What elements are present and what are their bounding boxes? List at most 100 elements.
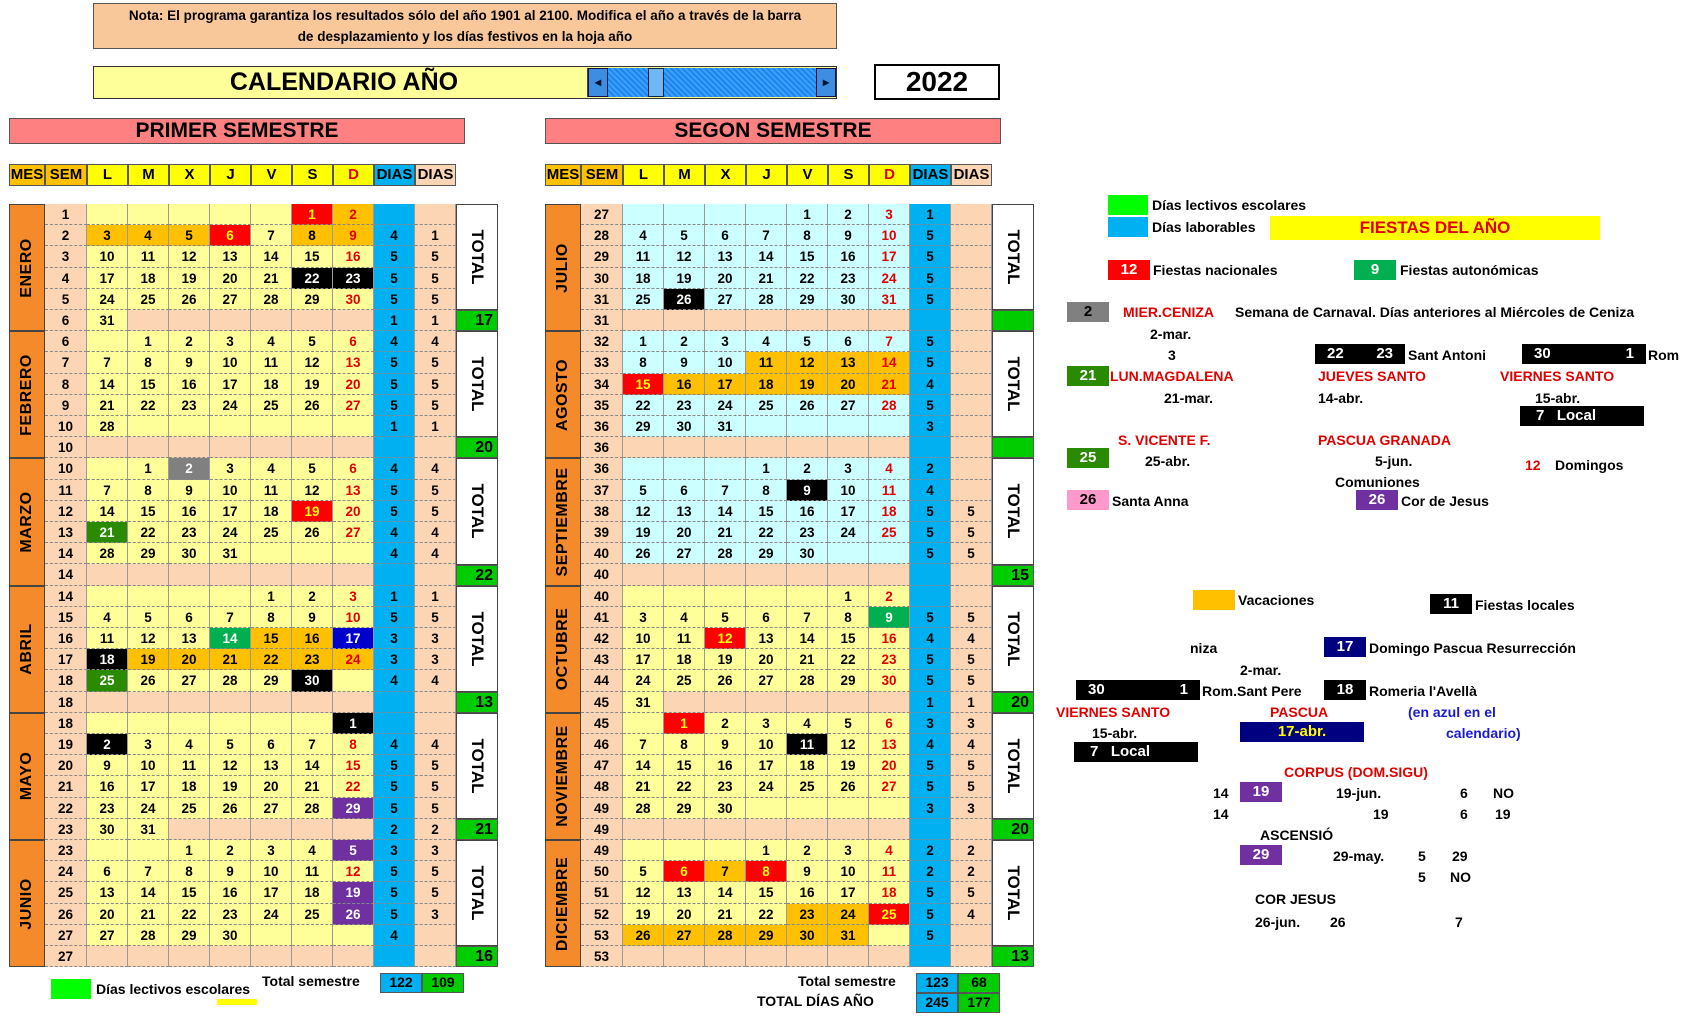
day-cell[interactable] [292,691,333,713]
day-cell[interactable] [705,310,746,332]
day-cell[interactable]: 29 [623,416,664,438]
day-cell[interactable]: 15 [333,755,374,777]
day-cell[interactable]: 2 [87,734,128,756]
day-cell[interactable] [828,691,869,713]
day-cell[interactable]: 9 [664,352,705,374]
day-cell[interactable]: 5 [292,331,333,353]
day-cell[interactable]: 19 [787,373,828,395]
day-cell[interactable]: 27 [746,670,787,692]
day-cell[interactable]: 1 [787,204,828,226]
day-cell[interactable]: 21 [87,522,128,544]
day-cell[interactable]: 24 [128,797,169,819]
day-cell[interactable]: 9 [705,734,746,756]
day-cell[interactable] [333,564,374,586]
day-cell[interactable] [87,946,128,968]
day-cell[interactable]: 24 [333,649,374,671]
day-cell[interactable]: 27 [828,394,869,416]
day-cell[interactable]: 14 [128,882,169,904]
day-cell[interactable]: 9 [169,352,210,374]
day-cell[interactable] [746,204,787,226]
day-cell[interactable] [210,585,251,607]
day-cell[interactable]: 4 [128,225,169,247]
day-cell[interactable]: 22 [128,522,169,544]
day-cell[interactable]: 4 [746,331,787,353]
day-cell[interactable]: 3 [128,734,169,756]
day-cell[interactable]: 30 [210,924,251,946]
day-cell[interactable]: 8 [746,479,787,501]
day-cell[interactable]: 30 [333,288,374,310]
day-cell[interactable]: 27 [210,288,251,310]
day-cell[interactable]: 18 [87,649,128,671]
day-cell[interactable] [169,564,210,586]
day-cell[interactable]: 6 [87,861,128,883]
day-cell[interactable] [705,437,746,459]
day-cell[interactable]: 13 [169,628,210,650]
day-cell[interactable] [664,818,705,840]
day-cell[interactable]: 8 [828,606,869,628]
day-cell[interactable] [292,310,333,332]
day-cell[interactable]: 19 [210,776,251,798]
day-cell[interactable]: 11 [623,246,664,268]
day-cell[interactable]: 13 [869,734,910,756]
day-cell[interactable]: 17 [746,755,787,777]
day-cell[interactable]: 3 [210,458,251,480]
day-cell[interactable]: 20 [664,903,705,925]
day-cell[interactable] [333,670,374,692]
day-cell[interactable]: 24 [828,522,869,544]
day-cell[interactable]: 18 [251,373,292,395]
day-cell[interactable]: 10 [828,861,869,883]
day-cell[interactable] [828,946,869,968]
day-cell[interactable]: 15 [746,500,787,522]
day-cell[interactable]: 2 [169,458,210,480]
day-cell[interactable]: 28 [746,288,787,310]
day-cell[interactable] [623,585,664,607]
day-cell[interactable]: 9 [292,606,333,628]
day-cell[interactable] [623,564,664,586]
day-cell[interactable]: 20 [869,755,910,777]
day-cell[interactable] [869,924,910,946]
day-cell[interactable]: 7 [128,861,169,883]
day-cell[interactable]: 8 [333,734,374,756]
day-cell[interactable]: 18 [746,373,787,395]
day-cell[interactable] [87,840,128,862]
day-cell[interactable]: 30 [87,818,128,840]
day-cell[interactable]: 11 [292,861,333,883]
day-cell[interactable]: 12 [333,861,374,883]
day-cell[interactable] [664,204,705,226]
day-cell[interactable]: 28 [210,670,251,692]
day-cell[interactable] [623,437,664,459]
day-cell[interactable]: 4 [869,840,910,862]
day-cell[interactable]: 21 [251,267,292,289]
day-cell[interactable]: 22 [664,776,705,798]
day-cell[interactable]: 22 [333,776,374,798]
day-cell[interactable]: 2 [787,458,828,480]
day-cell[interactable]: 25 [664,670,705,692]
day-cell[interactable] [169,437,210,459]
day-cell[interactable] [869,310,910,332]
day-cell[interactable]: 11 [169,755,210,777]
day-cell[interactable] [333,310,374,332]
day-cell[interactable]: 20 [87,903,128,925]
day-cell[interactable]: 11 [251,352,292,374]
day-cell[interactable]: 8 [623,352,664,374]
day-cell[interactable] [746,691,787,713]
day-cell[interactable]: 8 [251,606,292,628]
day-cell[interactable] [87,585,128,607]
day-cell[interactable]: 6 [664,861,705,883]
day-cell[interactable]: 13 [705,246,746,268]
day-cell[interactable]: 17 [623,649,664,671]
day-cell[interactable]: 8 [292,225,333,247]
day-cell[interactable] [869,416,910,438]
day-cell[interactable]: 30 [705,797,746,819]
day-cell[interactable] [333,437,374,459]
day-cell[interactable]: 9 [869,606,910,628]
day-cell[interactable] [292,543,333,565]
day-cell[interactable]: 14 [87,373,128,395]
day-cell[interactable]: 4 [292,840,333,862]
day-cell[interactable]: 13 [210,246,251,268]
day-cell[interactable]: 26 [210,797,251,819]
day-cell[interactable]: 16 [664,373,705,395]
day-cell[interactable] [705,204,746,226]
day-cell[interactable]: 25 [623,288,664,310]
day-cell[interactable]: 22 [251,649,292,671]
